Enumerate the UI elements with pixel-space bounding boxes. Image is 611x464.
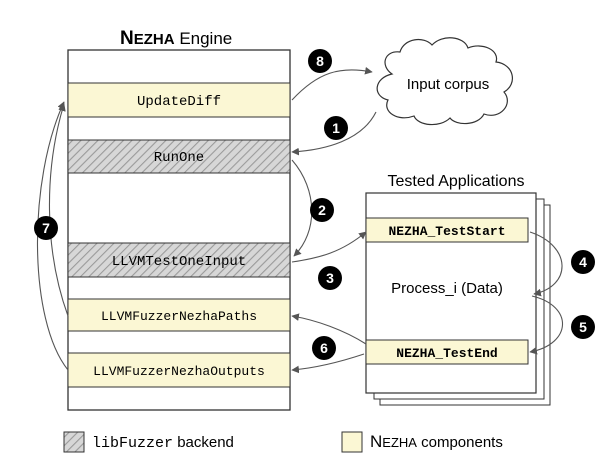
step-badge-6: 6 bbox=[312, 336, 336, 360]
step-badge-3-label: 3 bbox=[326, 270, 334, 286]
legend-libfuzzer-label: libFuzzer backend bbox=[92, 434, 234, 452]
tested-end-label: NEZHA_TestEnd bbox=[396, 346, 497, 361]
component-update-diff: UpdateDiff bbox=[67, 82, 291, 118]
step-badge-7-label: 7 bbox=[42, 220, 50, 236]
arrow-2 bbox=[291, 159, 313, 257]
component-update-diff-label: UpdateDiff bbox=[137, 94, 221, 110]
engine-title: NEZHA Engine bbox=[120, 28, 232, 49]
step-badge-5-label: 5 bbox=[579, 319, 587, 335]
legend: libFuzzer backend NEZHA components bbox=[63, 431, 503, 453]
component-nezha-paths: LLVMFuzzerNezhaPaths bbox=[67, 298, 291, 332]
legend-nezha-suffix: components bbox=[421, 434, 503, 451]
engine-title-suffix: Engine bbox=[179, 29, 232, 48]
arrow-8 bbox=[291, 66, 373, 101]
engine-title-brand-rest: EZHA bbox=[134, 31, 175, 48]
step-badge-2-label: 2 bbox=[318, 202, 326, 218]
step-badge-2: 2 bbox=[310, 198, 334, 222]
arrow-7b bbox=[48, 103, 69, 317]
step-badge-1-label: 1 bbox=[332, 120, 340, 136]
component-llvm-test-one-input-label: LLVMTestOneInput bbox=[112, 254, 246, 270]
arrow-1 bbox=[291, 111, 377, 156]
arrow-3 bbox=[291, 231, 367, 263]
step-badge-7: 7 bbox=[34, 216, 58, 240]
tested-end-box: NEZHA_TestEnd bbox=[365, 339, 529, 365]
arrow-paths bbox=[291, 313, 367, 345]
arrow-4 bbox=[529, 231, 563, 297]
step-badge-8: 8 bbox=[308, 49, 332, 73]
component-nezha-outputs: LLVMFuzzerNezhaOutputs bbox=[67, 352, 291, 388]
step-badge-1: 1 bbox=[324, 116, 348, 140]
component-run-one-label: RunOne bbox=[154, 150, 204, 166]
legend-nezha-first: N bbox=[370, 432, 382, 451]
arrow-7a bbox=[36, 101, 69, 371]
step-badge-3: 3 bbox=[318, 266, 342, 290]
engine-title-brand-first: N bbox=[120, 28, 134, 49]
step-badge-8-label: 8 bbox=[316, 53, 324, 69]
component-nezha-outputs-label: LLVMFuzzerNezhaOutputs bbox=[93, 364, 265, 379]
legend-nezha-label: NEZHA components bbox=[370, 432, 503, 451]
step-badge-6-label: 6 bbox=[320, 340, 328, 356]
component-nezha-paths-label: LLVMFuzzerNezhaPaths bbox=[101, 309, 257, 324]
arrow-5 bbox=[529, 295, 564, 355]
tested-start-label: NEZHA_TestStart bbox=[388, 224, 505, 239]
step-badge-5: 5 bbox=[571, 315, 595, 339]
component-run-one: RunOne bbox=[67, 139, 291, 174]
legend-libfuzzer-rest: backend bbox=[177, 434, 234, 451]
legend-nezha-swatch bbox=[341, 431, 363, 453]
input-corpus-cloud: Input corpus bbox=[376, 37, 513, 126]
step-badge-4-label: 4 bbox=[579, 254, 587, 270]
legend-libfuzzer-mono: libFuzzer bbox=[92, 435, 173, 452]
arrow-6 bbox=[291, 353, 365, 374]
component-llvm-test-one-input: LLVMTestOneInput bbox=[67, 242, 291, 278]
tested-process-label: Process_i (Data) bbox=[391, 280, 503, 297]
legend-nezha-rest: EZHA bbox=[382, 435, 417, 450]
input-corpus-label: Input corpus bbox=[407, 76, 490, 93]
legend-libfuzzer-swatch bbox=[63, 431, 85, 453]
step-badge-4: 4 bbox=[571, 250, 595, 274]
arrows bbox=[36, 66, 564, 374]
tested-start-box: NEZHA_TestStart bbox=[365, 217, 529, 243]
tested-apps-title: Tested Applications bbox=[388, 173, 525, 190]
